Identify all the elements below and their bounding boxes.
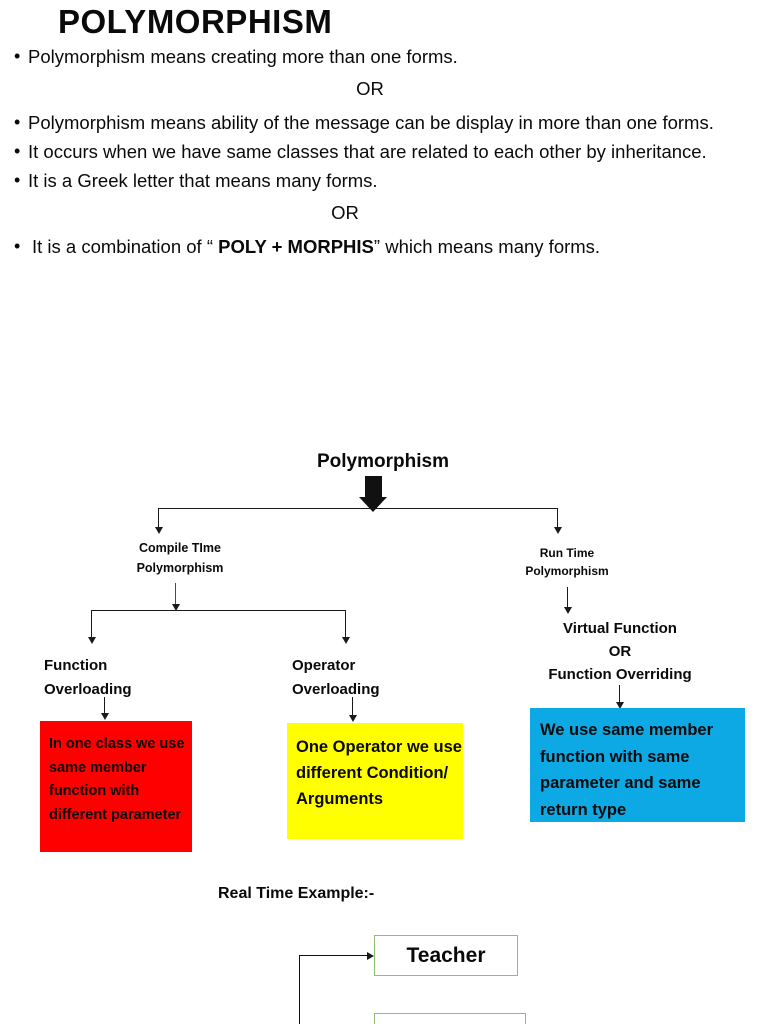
connector-level1-horizontal [158,508,558,510]
connector-rte-horizontal [299,955,368,957]
callout-box-red: In one class we use same member function… [40,721,192,852]
real-time-example-heading: Real Time Example:- [218,885,375,902]
list-item: • It is a combination of “ POLY + MORPHI… [14,234,754,259]
list-item-text: It occurs when we have same classes that… [28,141,707,162]
connector-to-blue-box-arrow-icon [615,702,624,709]
list-item-text: It is a Greek letter that means many for… [28,170,378,191]
connector-runtime-drop-arrow-icon [563,607,572,614]
quote-close: ” [373,236,381,257]
connector-to-red-box-arrow-icon [100,713,109,720]
connector-to-yellow-box-vertical [352,697,354,719]
diagram-node-compile-time: Compile TIme Polymorphism [136,541,224,575]
connector-rte-arrow-icon [367,951,374,960]
text-post: which means many forms. [380,236,601,257]
callout-box-yellow: One Operator we use different Condition/… [287,723,463,839]
bullet-dot-icon: • [14,46,21,66]
connector-compile-drop-arrow-icon [171,604,180,611]
connector-level1-left-vertical [158,508,160,530]
connector-to-blue-box-vertical [619,685,621,707]
connector-compile-split-right-arrow-icon [341,637,350,644]
root-down-arrow-shaft-icon [365,476,382,500]
text-bold: POLY + MORPHIS [218,236,374,257]
connector-to-red-box-vertical [104,697,106,717]
or-separator-1: OR [356,78,384,99]
list-item: • It occurs when we have same classes th… [14,139,754,164]
list-item: • Polymorphism means creating more than … [14,44,754,69]
entity-box-second [374,1013,526,1024]
diagram-node-run-time: Run Time Polymorphism [525,546,609,578]
bullet-dot-icon: • [14,112,21,132]
page-title: POLYMORPHISM [58,3,333,40]
entity-box-teacher: Teacher [374,935,518,976]
connector-level1-left-arrow-icon [154,527,163,534]
bullet-dot-icon: • [14,236,21,256]
bullet-list: • Polymorphism means creating more than … [14,44,754,263]
connector-compile-split-left-arrow-icon [87,637,96,644]
list-item-text: Polymorphism means ability of the messag… [28,112,714,133]
bullet-dot-icon: • [14,170,21,190]
quote-open: “ [206,236,219,257]
connector-runtime-drop-vertical [567,587,569,611]
connector-compile-split-left-vertical [91,610,93,640]
diagram-node-operator-overloading: Operator Overloading [292,657,380,698]
connector-level1-right-vertical [557,508,559,530]
diagram-node-virtual-function: Virtual Function OR Function Overriding [548,620,692,683]
connector-rte-vertical [299,955,301,1024]
list-item: • It is a Greek letter that means many f… [14,168,754,193]
diagram-node-function-overloading: Function Overloading [44,657,132,698]
list-item: • Polymorphism means ability of the mess… [14,110,754,135]
connector-to-yellow-box-arrow-icon [348,715,357,722]
or-separator-2: OR [331,202,359,223]
text-pre: It is a combination of [32,236,207,257]
list-item-text-rich: It is a combination of “ POLY + MORPHIS”… [32,234,754,259]
connector-level1-right-arrow-icon [553,527,562,534]
connector-compile-split-right-vertical [345,610,347,640]
diagram-node-root: Polymorphism [317,451,449,472]
list-item-text: Polymorphism means creating more than on… [28,46,458,67]
connector-compile-split-horizontal [91,610,346,612]
connector-compile-drop-vertical [175,583,177,609]
bullet-dot-icon: • [14,141,21,161]
callout-box-blue: We use same member function with same pa… [530,708,745,822]
